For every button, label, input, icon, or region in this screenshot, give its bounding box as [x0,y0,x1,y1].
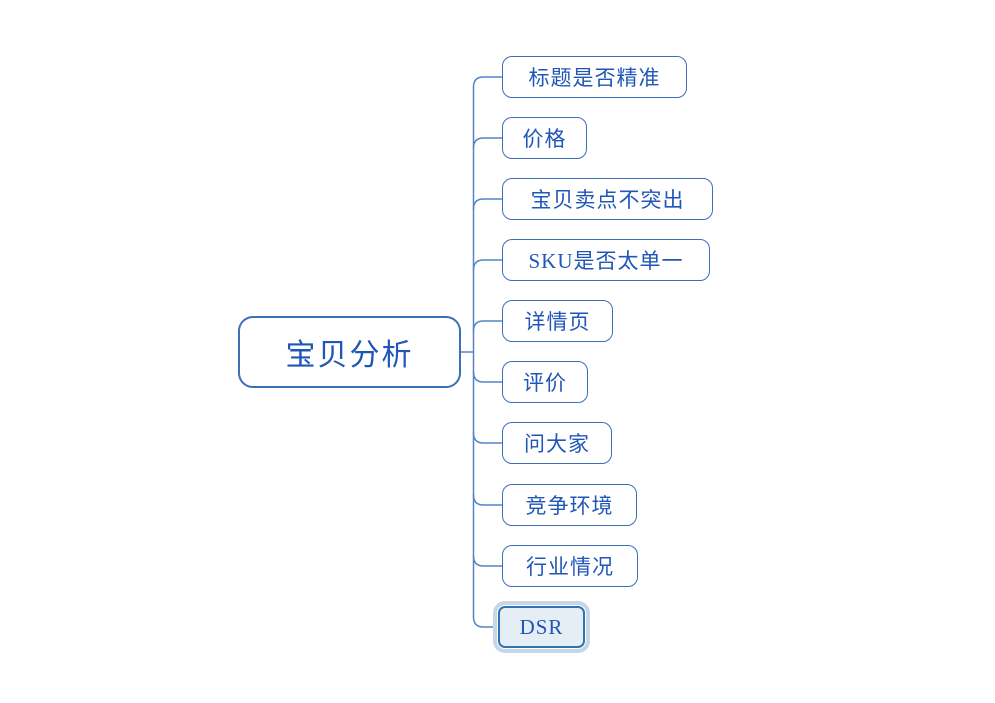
mindmap-child-node-9[interactable]: 行业情况 [502,545,638,587]
mindmap-child-node-2[interactable]: 价格 [502,117,587,159]
child-node-label: 评价 [523,371,567,395]
connector-path [472,259,503,271]
connector-path [472,371,503,383]
connector-path [472,137,503,149]
connector-path [472,76,503,88]
child-node-label: 行业情况 [526,555,614,579]
mindmap-root-node[interactable]: 宝贝分析 [238,316,461,388]
child-node-label: 问大家 [524,432,590,456]
connector-path [472,494,503,506]
mindmap-child-node-selected[interactable]: DSR [493,601,590,653]
child-node-label: 标题是否精准 [528,66,661,90]
connector-path [472,616,495,628]
connector-path [472,320,503,332]
mindmap-child-node-4[interactable]: SKU是否太单一 [502,239,710,281]
connector-path [472,198,503,210]
mindmap-child-node-7[interactable]: 问大家 [502,422,612,464]
child-node-label: 宝贝卖点不突出 [530,188,685,212]
child-node-label: 价格 [522,127,567,151]
mindmap-child-node-5[interactable]: 详情页 [502,300,613,342]
child-node-label: DSR [519,614,564,639]
mindmap-child-node-1[interactable]: 标题是否精准 [502,56,687,98]
child-node-label: 详情页 [524,310,591,334]
root-node-label: 宝贝分析 [285,339,414,372]
mindmap-child-node-8[interactable]: 竞争环境 [502,484,637,526]
child-node-label: 竞争环境 [525,494,614,518]
selected-node-body: DSR [498,606,585,648]
child-node-label: SKU是否太单一 [528,249,684,273]
connector-path [472,432,503,444]
connector-path [472,555,503,567]
mindmap-child-node-6[interactable]: 评价 [502,361,588,403]
mindmap-child-node-3[interactable]: 宝贝卖点不突出 [502,178,713,220]
